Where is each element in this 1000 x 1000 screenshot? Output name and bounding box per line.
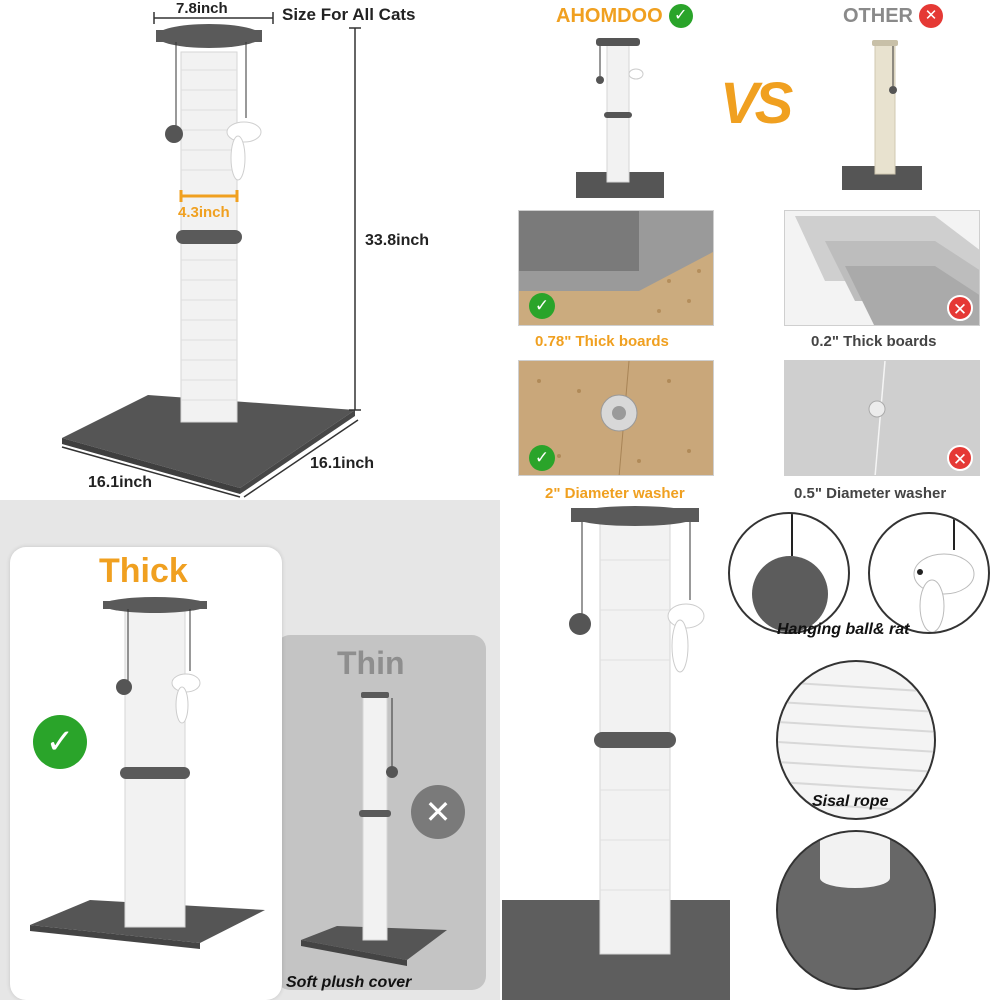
scratching-post-diagram [61,12,361,498]
large-washer-caption: 2" Diameter washer [545,485,685,502]
size-note: Size For All Cats [282,5,416,24]
ball-closeup [728,512,850,634]
check-icon: ✓ [668,4,693,28]
top-width-label: 7.8inch [176,0,228,17]
small-washer-image: ✕ [784,360,980,476]
product-closeup [502,506,730,1000]
thick-board-image: ✓ [518,210,714,326]
comparison-section: AHOMDOO ✓ OTHER ✕ VS ✓ [500,0,1000,502]
brand-header: AHOMDOO ✓ [556,4,693,28]
thickness-section: Thick Thin ✓ ✕ [0,500,500,1000]
thin-board-caption: 0.2" Thick boards [811,333,937,350]
cross-icon: ✕ [411,785,465,839]
thick-board-caption: 0.78" Thick boards [535,333,669,350]
toys-caption: Hanging ball& rat [777,621,910,638]
vs-label: VS [720,71,793,136]
cross-icon: ✕ [947,295,973,321]
other-header: OTHER ✕ [843,4,943,28]
thick-label: Thick [99,552,188,590]
check-icon: ✓ [33,715,87,769]
check-icon: ✓ [529,445,555,471]
rat-closeup [868,512,990,634]
base-depth-label: 16.1inch [310,455,375,472]
cover-caption: Soft plush cover [286,974,412,991]
hanging-ball [165,125,183,143]
rope-caption: Sisal rope [812,793,889,810]
plush-closeup [776,830,936,990]
cross-icon: ✕ [947,445,973,471]
features-section: Hanging ball& rat Sisal rope Soft plush … [286,500,1000,1000]
large-washer-image: ✓ [518,360,714,476]
height-label: 33.8inch [365,232,430,249]
brand-name: AHOMDOO [556,4,663,27]
middle-ring [176,230,242,244]
thin-board-image: ✕ [784,210,980,326]
post-diameter-label: 4.3inch [178,204,230,221]
hanging-rat [226,121,262,143]
other-product-thumb [842,40,922,190]
thin-label: Thin [337,645,405,681]
other-name: OTHER [843,4,913,27]
brand-product-thumb [576,38,664,198]
sisal-closeup [776,660,936,820]
small-washer-caption: 0.5" Diameter washer [794,485,947,502]
cross-icon: ✕ [919,4,943,28]
base-plate [62,395,355,488]
thin-post-illustration [301,692,447,966]
base-width-label: 16.1inch [88,474,153,491]
dimension-section: 7.8inch Size For All Cats 4.3inch 33.8in… [0,0,500,500]
thick-post-illustration [30,597,265,949]
check-icon: ✓ [529,293,555,319]
